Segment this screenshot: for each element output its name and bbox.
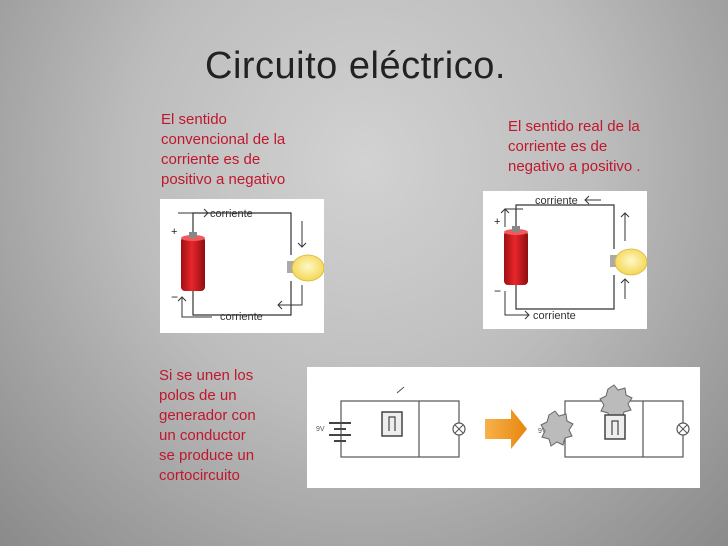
real-current-text: El sentido real de la corriente es de ne… <box>508 118 641 175</box>
switch-icon <box>381 411 403 437</box>
slide-title: Circuito eléctrico. <box>205 45 506 87</box>
right-arrow-icon <box>620 212 630 241</box>
plus-sign: + <box>494 216 500 228</box>
minus-sign: − <box>171 290 178 304</box>
switch-icon <box>604 414 626 440</box>
bottom-current-label: corriente <box>533 310 576 322</box>
short-circuit: 9V <box>538 384 690 458</box>
top-current-label: corriente <box>535 195 578 207</box>
lightbulb-icon <box>610 248 647 276</box>
short-circuit-diagram: 9V 9V <box>307 367 700 488</box>
bottom-current-label: corriente <box>220 311 263 323</box>
voltage-label-right: 9V <box>538 428 547 435</box>
real-circuit-diagram: + − corriente corriente <box>483 191 647 329</box>
up-arrow-icon <box>500 208 523 227</box>
top-arrow-icon <box>178 208 209 218</box>
right-arrow-icon <box>297 221 307 248</box>
conventional-circuit-diagram: + − corriente corriente <box>160 199 324 333</box>
left-arrow-icon <box>177 296 212 318</box>
normal-circuit: 9V <box>316 386 466 458</box>
battery-icon <box>181 232 205 291</box>
bottom-arrow-icon <box>504 291 530 320</box>
transition-arrow-icon <box>485 409 527 449</box>
lightbulb-icon <box>287 254 324 282</box>
minus-sign: − <box>494 284 501 298</box>
conventional-current-text: El sentido convencional de la corriente … <box>161 111 286 188</box>
voltage-label-left: 9V <box>316 426 325 433</box>
battery-icon <box>504 226 528 285</box>
plus-sign: + <box>171 226 177 238</box>
short-circuit-text: Si se unen los polos de un generador con… <box>159 367 256 484</box>
top-current-label: corriente <box>210 208 253 220</box>
